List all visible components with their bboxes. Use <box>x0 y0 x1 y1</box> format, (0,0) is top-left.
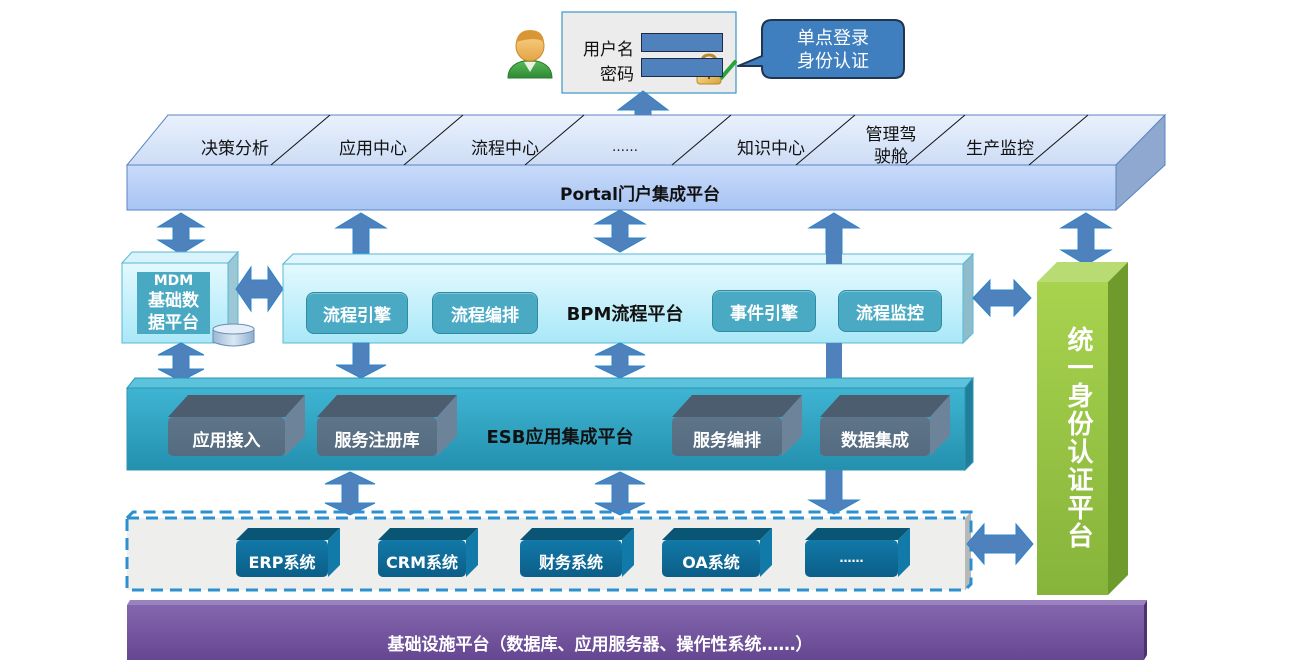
system-erp[interactable]: ERP系统 <box>248 553 316 572</box>
arrow-portal-systems-vertical <box>807 253 861 515</box>
portal-item-process-center[interactable]: 流程中心 <box>471 139 539 159</box>
username-label: 用户名 <box>583 40 634 60</box>
arrow-bpm-auth <box>972 278 1032 318</box>
mdm-line-2: 基础数 <box>148 291 199 311</box>
callout-line-1: 单点登录 <box>797 28 869 49</box>
arrow-esb-systems-1 <box>324 471 376 516</box>
arrow-systems-auth <box>966 522 1034 566</box>
system-block <box>805 528 910 577</box>
system-block <box>520 528 634 577</box>
bpm-module-event-engine[interactable]: 事件引擎 <box>712 290 816 332</box>
arrow-bpm-portal-3 <box>807 212 861 254</box>
system-more[interactable]: …… <box>839 551 864 565</box>
infra-platform <box>127 600 1147 660</box>
system-block <box>378 528 478 577</box>
portal-title: Portal门户集成平台 <box>560 185 720 205</box>
bpm-module-process-engine[interactable]: 流程引擎 <box>306 292 408 334</box>
arrow-portal-bpm-2 <box>593 209 647 253</box>
portal-item-decision-analysis[interactable]: 决策分析 <box>201 139 269 159</box>
esb-module-block <box>820 395 950 456</box>
esb-module-service-orchestration[interactable]: 服务编排 <box>693 431 761 451</box>
portal-item-knowledge-center[interactable]: 知识中心 <box>737 139 805 159</box>
bpm-module-process-orchestration[interactable]: 流程编排 <box>432 292 538 334</box>
portal-item-app-center[interactable]: 应用中心 <box>339 139 407 159</box>
infra-title: 基础设施平台（数据库、应用服务器、操作性系统……） <box>387 635 813 655</box>
system-oa[interactable]: OA系统 <box>682 553 740 572</box>
auth-platform <box>1037 262 1128 595</box>
arrow-portal-auth <box>1059 212 1113 266</box>
esb-module-block <box>168 395 305 456</box>
callout-line-2: 身份认证 <box>797 51 869 72</box>
esb-module-service-registry[interactable]: 服务注册库 <box>334 431 420 451</box>
esb-module-block <box>672 395 802 456</box>
system-block <box>236 528 340 577</box>
user-avatar-icon <box>507 30 553 79</box>
portal-platform <box>125 113 1167 212</box>
username-input[interactable] <box>641 33 723 52</box>
esb-module-app-access[interactable]: 应用接入 <box>192 431 261 451</box>
arrow-bpm-esb-2 <box>594 342 646 379</box>
password-label: 密码 <box>600 65 634 85</box>
arrow-mdm-bpm <box>235 265 284 313</box>
cockpit-line-2: 驶舱 <box>874 147 908 167</box>
bpm-module-process-monitoring[interactable]: 流程监控 <box>838 290 942 332</box>
auth-title: 统一身份认证平台 <box>1063 326 1093 550</box>
arrow-esb-systems-2 <box>594 471 646 516</box>
sso-callout <box>737 19 905 79</box>
cockpit-line-1: 管理驾 <box>865 125 917 145</box>
esb-title: ESB应用集成平台 <box>486 427 634 448</box>
portal-item-management-cockpit[interactable]: 管理驾 驶舱 <box>851 124 931 168</box>
arrow-bpm-portal-1 <box>334 212 388 254</box>
mdm-line-3: 据平台 <box>148 313 199 333</box>
arrow-portal-mdm <box>156 212 206 255</box>
mdm-line-1: MDM <box>153 273 194 289</box>
system-finance[interactable]: 财务系统 <box>538 553 603 572</box>
esb-module-data-integration[interactable]: 数据集成 <box>841 431 909 451</box>
portal-item-more[interactable]: …… <box>612 140 638 155</box>
database-cylinder-icon <box>212 323 255 347</box>
arrow-bpm-esb-1 <box>335 342 387 379</box>
bpm-title: BPM流程平台 <box>566 304 684 325</box>
password-input[interactable] <box>641 58 723 77</box>
system-block <box>662 528 772 577</box>
mdm-label: MDM 基础数 据平台 <box>137 272 210 334</box>
arrow-mdm-esb <box>157 342 205 382</box>
esb-module-block <box>317 395 457 456</box>
portal-item-production-monitoring[interactable]: 生产监控 <box>966 139 1034 159</box>
callout-text: 单点登录 身份认证 <box>770 27 896 73</box>
system-crm[interactable]: CRM系统 <box>386 553 458 572</box>
